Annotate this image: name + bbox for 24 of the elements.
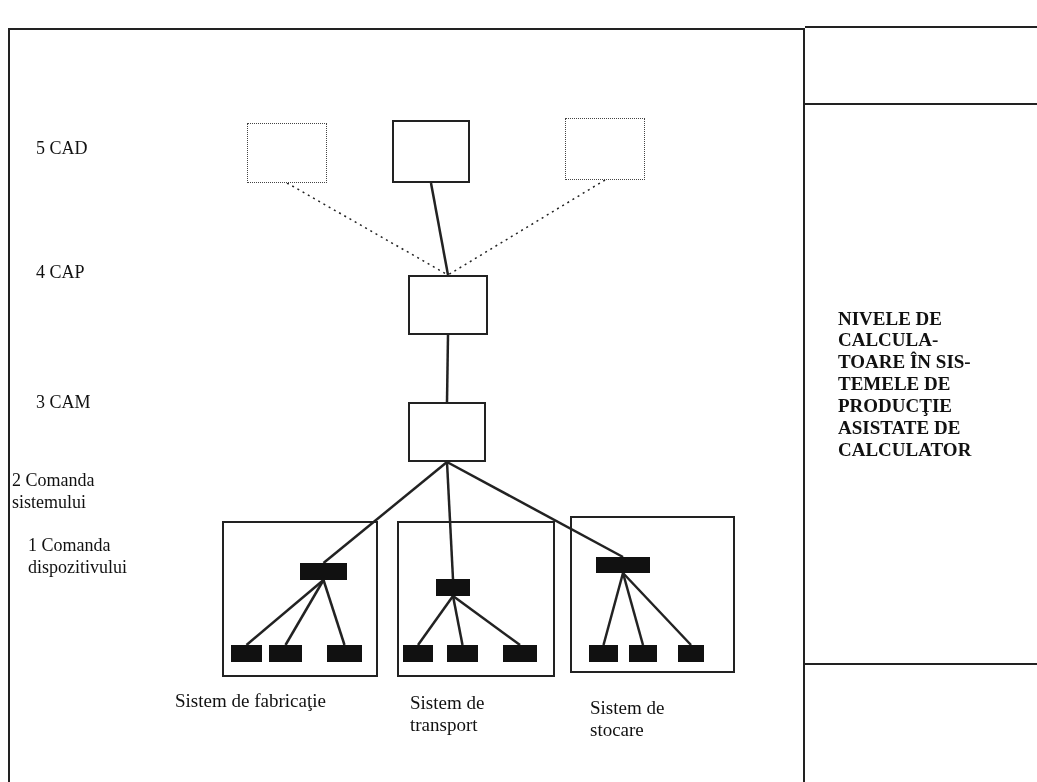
level-label: 5 CAD: [36, 138, 89, 160]
connector-line: [417, 595, 454, 646]
level-label: 3 CAM: [36, 392, 92, 414]
connector-line: [452, 595, 521, 646]
system-label: Sistem de stocare: [590, 697, 666, 741]
connector-line: [621, 572, 645, 646]
level-label: 4 CAP: [36, 262, 86, 284]
connector-line: [284, 579, 325, 646]
level-label: 1 Comanda dispozitivului: [28, 535, 128, 579]
connector-line: [245, 579, 325, 646]
connector-line: [322, 579, 346, 646]
connector-line: [445, 335, 450, 402]
connector-line: [447, 179, 606, 276]
connector-line: [622, 572, 692, 646]
title-text: NIVELE DE CALCULA- TOARE ÎN SIS- TEMELE DE PRODUCŢIE ASISTATE DE CALCULATOR: [838, 307, 973, 461]
connector-line: [451, 595, 464, 646]
system-label: Sistem de fabricaţie: [175, 690, 327, 712]
level-label: 2 Comanda sistemului: [12, 470, 96, 514]
connector-line: [602, 572, 625, 646]
connector-line: [429, 182, 450, 276]
connector-line: [446, 460, 624, 559]
system-label: Sistem de transport: [410, 692, 486, 736]
connector-line: [322, 461, 448, 564]
connector-line: [445, 461, 455, 580]
